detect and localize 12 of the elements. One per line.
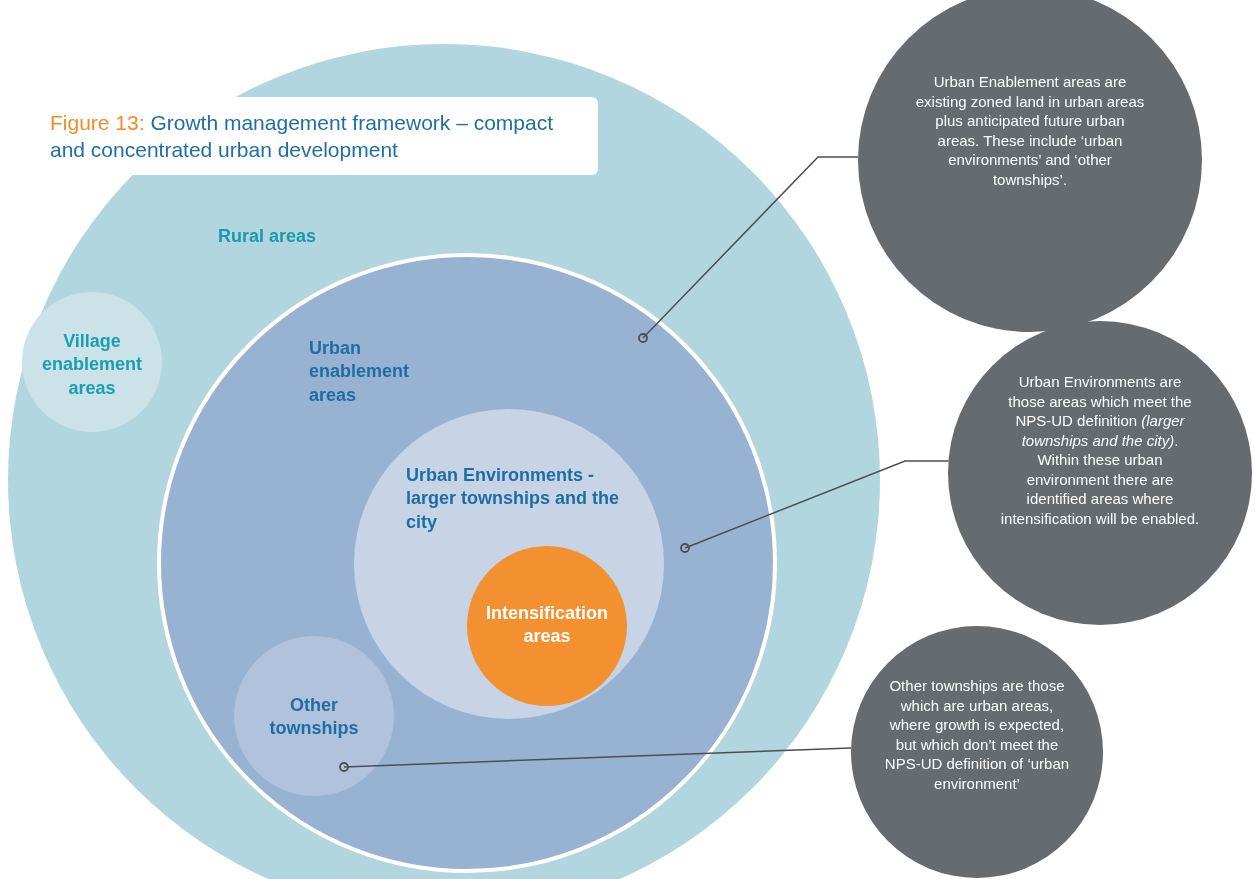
callout-text: Urban Enablement areas are existing zoned land in urban areas plus anticipated future urban areas. These include ‘urban environments’ and ‘other townships’. [915,72,1145,189]
region-label: Urban Environments - larger townships and the city [406,464,621,534]
callout-text: Other townships are those which are urban areas, where growth is expected, but which don’t meet the NPS-UD definition of ‘urban environment’ [883,676,1071,793]
region-label: Village enablement areas [41,330,143,400]
leader-line [680,460,950,553]
region-label: Other townships [268,694,360,741]
region-label: Urban enablement areas [309,337,411,407]
region-label: Intensification areas [485,602,609,649]
leader-line [339,747,852,772]
region-label: Rural areas [218,225,318,248]
callout-text: Urban Environments are those areas which meet the NPS-UD definition (larger townships and the city). Within these urban environment there are identified areas where intensification will be enabled. [1000,372,1200,528]
leader-line [638,156,859,343]
